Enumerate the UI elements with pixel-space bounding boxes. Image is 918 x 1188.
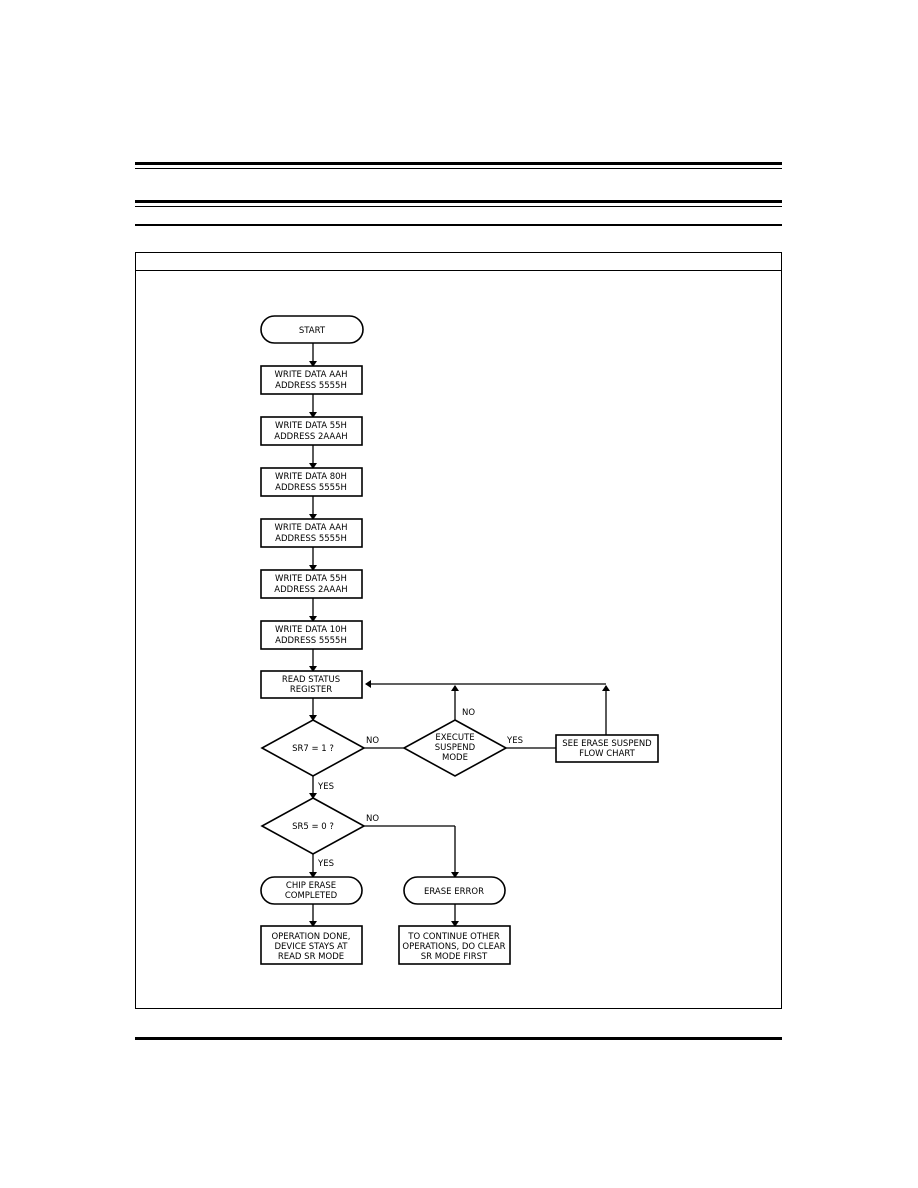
- suspend-line3: MODE: [442, 753, 468, 763]
- suspend-decision: EXECUTE SUSPEND MODE: [402, 719, 508, 777]
- title-rule-thick: [135, 200, 782, 203]
- sr5-decision-label: SR5 = 0 ?: [292, 822, 334, 832]
- suspend-yes-label: YES: [506, 736, 523, 746]
- clear-line2: OPERATIONS, DO CLEAR: [402, 942, 505, 952]
- erase-suspend-line1: SEE ERASE SUSPEND: [562, 739, 652, 749]
- header-rule-thick: [135, 162, 782, 165]
- footer-rule: [135, 1037, 782, 1040]
- sr5-no-label: NO: [366, 814, 379, 824]
- step-1-box: WRITE DATA AAH ADDRESS 5555H: [260, 365, 363, 395]
- start-label: START: [299, 326, 326, 336]
- step-6-box: WRITE DATA 10H ADDRESS 5555H: [260, 620, 363, 650]
- read-status-line1: READ STATUS: [282, 675, 340, 685]
- sr5-yes-label: YES: [317, 859, 334, 869]
- step-1-line1: WRITE DATA AAH: [275, 370, 348, 380]
- read-status-line2: REGISTER: [290, 685, 332, 695]
- done-line1: OPERATION DONE,: [271, 932, 350, 942]
- completed-line2: COMPLETED: [285, 891, 338, 901]
- erase-error-terminator: ERASE ERROR: [403, 876, 506, 905]
- step-6-line1: WRITE DATA 10H: [275, 625, 347, 635]
- step-4-line2: ADDRESS 5555H: [275, 534, 347, 544]
- operation-done-box: OPERATION DONE, DEVICE STAYS AT READ SR …: [260, 925, 363, 965]
- sr7-no-label: NO: [366, 736, 379, 746]
- suspend-line2: SUSPEND: [435, 743, 476, 753]
- title-rule-bottom: [135, 224, 782, 226]
- figure-frame: [135, 252, 782, 1009]
- step-4-box: WRITE DATA AAH ADDRESS 5555H: [260, 518, 363, 548]
- step-3-line1: WRITE DATA 80H: [275, 472, 347, 482]
- step-6-line2: ADDRESS 5555H: [275, 636, 347, 646]
- step-1-line2: ADDRESS 5555H: [275, 381, 347, 391]
- step-3-line2: ADDRESS 5555H: [275, 483, 347, 493]
- completed-terminator: CHIP ERASE COMPLETED: [260, 876, 363, 905]
- read-status-box: READ STATUS REGISTER: [260, 670, 363, 699]
- step-2-line2: ADDRESS 2AAAH: [274, 432, 347, 442]
- step-5-line1: WRITE DATA 55H: [275, 574, 347, 584]
- clear-line3: SR MODE FIRST: [421, 952, 488, 962]
- step-2-box: WRITE DATA 55H ADDRESS 2AAAH: [260, 416, 363, 446]
- clear-sr-box: TO CONTINUE OTHER OPERATIONS, DO CLEAR S…: [398, 925, 511, 965]
- suspend-line1: EXECUTE: [435, 733, 474, 743]
- clear-line1: TO CONTINUE OTHER: [407, 932, 500, 942]
- sr7-yes-label: YES: [317, 782, 334, 792]
- suspend-no-label: NO: [462, 708, 475, 718]
- sr5-decision: SR5 = 0 ?: [260, 797, 366, 855]
- sr7-decision-label: SR7 = 1 ?: [292, 744, 334, 754]
- step-4-line1: WRITE DATA AAH: [275, 523, 348, 533]
- step-2-line1: WRITE DATA 55H: [275, 421, 347, 431]
- erase-suspend-box: SEE ERASE SUSPEND FLOW CHART: [555, 734, 659, 763]
- step-5-line2: ADDRESS 2AAAH: [274, 585, 347, 595]
- done-line2: DEVICE STAYS AT: [275, 942, 349, 952]
- header-rule-thin: [135, 168, 782, 169]
- step-3-box: WRITE DATA 80H ADDRESS 5555H: [260, 467, 363, 497]
- step-5-box: WRITE DATA 55H ADDRESS 2AAAH: [260, 569, 363, 599]
- completed-line1: CHIP ERASE: [286, 881, 336, 891]
- sr7-decision: SR7 = 1 ?: [260, 719, 366, 777]
- erase-error-label: ERASE ERROR: [424, 887, 484, 897]
- done-line3: READ SR MODE: [278, 952, 344, 962]
- erase-suspend-line2: FLOW CHART: [579, 749, 636, 759]
- figure-caption-bar: [136, 253, 781, 271]
- start-terminator: START: [260, 315, 364, 344]
- title-rule-thin: [135, 206, 782, 207]
- connector-lines: [309, 343, 610, 927]
